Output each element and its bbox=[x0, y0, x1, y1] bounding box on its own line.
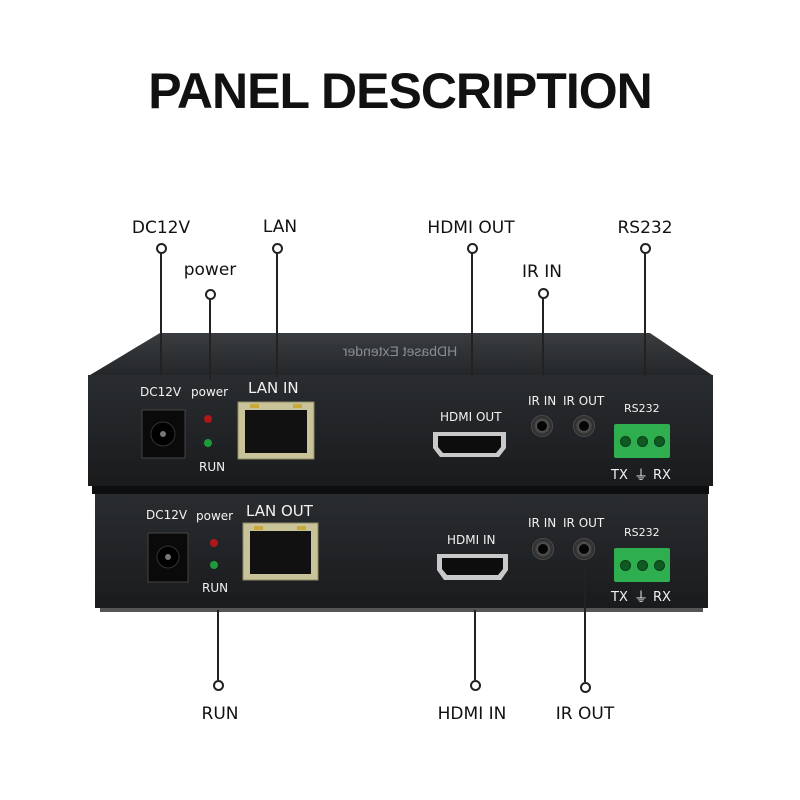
callout-dc12v: DC12V bbox=[131, 218, 191, 238]
top-ground-icon: ⏚ bbox=[634, 468, 648, 484]
leader-line-hdmi-in bbox=[474, 610, 476, 680]
leader-line-dc12v bbox=[160, 253, 162, 375]
top-label-tx: TX bbox=[611, 468, 628, 483]
top-label-rs232: RS232 bbox=[624, 402, 660, 415]
bottom-ground-icon: ⏚ bbox=[634, 590, 648, 606]
leader-line-ir-out bbox=[584, 562, 586, 682]
bottom-ir-in-jack bbox=[532, 538, 554, 560]
top-ir-in-jack bbox=[531, 415, 553, 437]
top-label-lan-in: LAN IN bbox=[248, 379, 299, 397]
top-device-front bbox=[88, 375, 713, 486]
callout-run: RUN bbox=[201, 704, 239, 724]
leader-line-rs232 bbox=[644, 253, 646, 377]
top-label-hdmi-out: HDMI OUT bbox=[440, 410, 502, 424]
bottom-ir-out-jack bbox=[573, 538, 595, 560]
bottom-label-dc12v: DC12V bbox=[146, 508, 188, 522]
top-device-lid bbox=[90, 333, 712, 375]
top-run-led bbox=[204, 439, 212, 447]
top-label-ir-in: IR IN bbox=[528, 394, 557, 408]
leader-line-run bbox=[217, 610, 219, 680]
bottom-label-run: RUN bbox=[202, 581, 229, 595]
bottom-label-lan-out: LAN OUT bbox=[246, 502, 313, 520]
bottom-power-led bbox=[210, 539, 218, 547]
bottom-label-hdmi-in: HDMI IN bbox=[447, 533, 496, 547]
bottom-label-tx: TX bbox=[611, 590, 628, 605]
top-power-led bbox=[204, 415, 212, 423]
leader-dot-hdmi-in bbox=[470, 680, 481, 691]
bottom-label-rx: RX bbox=[653, 590, 671, 605]
callout-rs232: RS232 bbox=[617, 218, 673, 238]
top-ir-out-jack bbox=[573, 415, 595, 437]
leader-dot-ir-out bbox=[580, 682, 591, 693]
callout-power: power bbox=[183, 260, 237, 280]
leader-line-lan bbox=[276, 253, 278, 377]
top-label-ir-out: IR OUT bbox=[563, 394, 605, 408]
bottom-label-rs232: RS232 bbox=[624, 526, 660, 539]
leader-line-power bbox=[209, 299, 211, 379]
leader-line-ir-in bbox=[542, 298, 544, 376]
top-label-dc12v: DC12V bbox=[140, 385, 182, 399]
callout-lan: LAN bbox=[262, 217, 298, 237]
bottom-device-front bbox=[95, 494, 708, 608]
bottom-run-led bbox=[210, 561, 218, 569]
page-title: PANEL DESCRIPTION bbox=[148, 63, 652, 119]
callout-ir-out: IR OUT bbox=[555, 704, 615, 724]
bottom-label-power: power bbox=[196, 509, 234, 523]
leader-line-hdmi-out bbox=[471, 253, 473, 377]
callout-ir-in: IR IN bbox=[522, 262, 562, 282]
leader-dot-run bbox=[213, 680, 224, 691]
top-label-power: power bbox=[191, 385, 229, 399]
lid-brand-print: HDbaset Extender bbox=[342, 343, 457, 359]
bottom-label-ir-out: IR OUT bbox=[563, 516, 605, 530]
callout-hdmi-in: HDMI IN bbox=[437, 704, 507, 724]
top-label-run: RUN bbox=[199, 460, 226, 474]
bottom-label-ir-in: IR IN bbox=[528, 516, 557, 530]
top-label-rx: RX bbox=[653, 468, 671, 483]
callout-hdmi-out: HDMI OUT bbox=[427, 218, 515, 238]
